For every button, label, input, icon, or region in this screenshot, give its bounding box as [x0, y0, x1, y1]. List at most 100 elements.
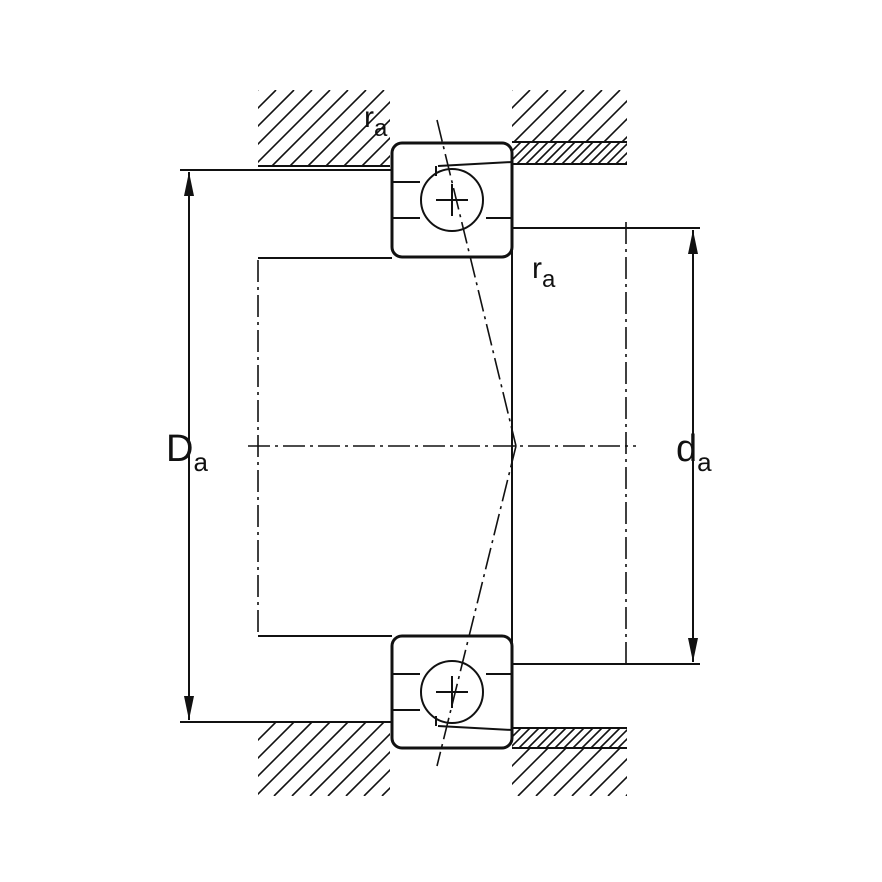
raceway-line-top [437, 161, 513, 167]
hatch-line [327, 732, 390, 796]
contact-line-top [436, 119, 517, 447]
da-arrow-bottom [184, 696, 194, 720]
hatch-line [512, 142, 531, 162]
hatch-line [361, 136, 390, 166]
hatch-line [617, 737, 627, 748]
hatch-line [307, 90, 385, 166]
hatch-line [549, 90, 603, 142]
hatch-line [271, 90, 349, 166]
hatch-line [512, 90, 531, 110]
hatch-line [588, 142, 612, 164]
hatch-line [640, 90, 692, 142]
rolling-ball-bottom [420, 660, 484, 724]
hatch-line [599, 728, 621, 748]
hatch-line [590, 728, 612, 748]
housing-hatch-top-left [258, 90, 492, 166]
hatch-line [416, 90, 492, 166]
da-arrow-top [184, 172, 194, 196]
hatch-line [258, 90, 295, 128]
hatch-line [325, 100, 390, 166]
shaft-diameter-label: da [676, 428, 712, 477]
hatch-line [535, 748, 585, 796]
hatch-line [579, 142, 603, 164]
shoulder-hatch-bottom [512, 728, 656, 748]
hatch-line [545, 728, 567, 748]
hatch-line [625, 793, 627, 796]
contact-line-bottom [436, 445, 517, 767]
hatch-line [536, 728, 558, 748]
hatch-line [561, 142, 585, 164]
hatch-line [621, 135, 627, 142]
housing-hatch-bottom-right [512, 748, 710, 796]
hatch-line [512, 90, 549, 128]
housing-diameter-label: Da [166, 428, 208, 477]
hatch-line [563, 728, 585, 748]
hatch-line [572, 728, 594, 748]
hatch-line [512, 142, 522, 153]
hatch-line [258, 90, 313, 146]
hatch-line [258, 722, 259, 724]
hatch-line [512, 728, 531, 748]
shoulder-hatch-top [512, 142, 665, 164]
rolling-ball-top [420, 168, 484, 232]
hatch-line [589, 757, 627, 796]
hatch-line [606, 142, 627, 164]
hatch-line [398, 90, 474, 166]
hatch-line [512, 748, 531, 768]
bearing-top [390, 141, 514, 259]
hatch-line [608, 728, 627, 748]
hatch-line [676, 90, 728, 142]
bearing-bottom-outline [390, 634, 514, 750]
hatch-line [273, 722, 349, 796]
hatch-line [512, 90, 513, 92]
hatch-line [363, 768, 390, 796]
housing-hatch-top-right [512, 90, 728, 142]
hatch-line [400, 722, 474, 796]
hatch-line [512, 748, 549, 786]
hatch-line [258, 722, 331, 796]
hatch-line [624, 160, 627, 164]
hatch-line [258, 722, 313, 778]
hatch-line [291, 722, 367, 796]
hatch-line [516, 142, 540, 164]
hatch-line [527, 728, 549, 748]
hatch-line [258, 90, 277, 110]
hatch-line [643, 142, 665, 164]
hatch-line [626, 746, 627, 748]
hatch-line [512, 748, 513, 750]
hatch-line [644, 748, 692, 796]
da-shaft-arrow-bottom [688, 638, 698, 662]
hatch-line [258, 722, 295, 760]
hatch-line [543, 142, 567, 164]
hatch-line [345, 750, 390, 796]
hatch-line [553, 748, 603, 796]
hatch-line [531, 90, 585, 142]
housing-fillet-radius-label: ra [364, 101, 388, 142]
hatch-line [258, 90, 259, 92]
hatch-line [534, 142, 558, 164]
hatch-line [554, 728, 576, 748]
hatch-line [258, 90, 331, 164]
hatch-line [418, 722, 492, 796]
hatch-line [597, 142, 621, 164]
hatch-line [570, 142, 594, 164]
hatch-line [585, 99, 627, 142]
hatch-line [552, 142, 576, 164]
hatch-line [607, 775, 627, 796]
bearing-bottom [390, 634, 514, 750]
hatch-line [517, 748, 567, 796]
bearing-top-outline [390, 141, 514, 259]
hatch-line [636, 728, 656, 748]
housing-hatch-bottom-left [258, 722, 492, 796]
hatch-line [258, 722, 277, 742]
hatch-line [289, 90, 367, 166]
hatch-line [615, 151, 627, 164]
hatch-line [518, 728, 540, 748]
hatch-line [525, 142, 549, 164]
hatch-line [571, 748, 621, 796]
hatch-line [662, 748, 710, 796]
raceway-line-bottom [437, 725, 513, 731]
hatch-line [512, 728, 522, 739]
